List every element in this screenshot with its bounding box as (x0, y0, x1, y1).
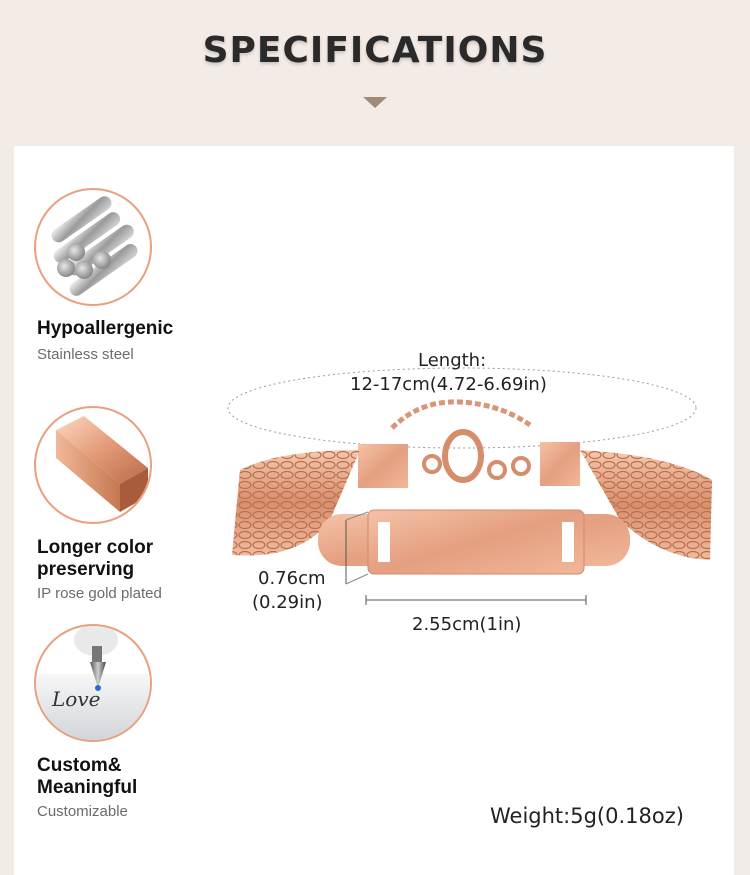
feature-title-line2: Meaningful (37, 777, 138, 798)
svg-text:Love: Love (51, 687, 100, 711)
length-value: 12-17cm(4.72-6.69in) (348, 374, 549, 395)
feature-subtitle: Stainless steel (37, 346, 134, 363)
engraving-tool-icon: Love (34, 624, 152, 742)
header: SPECIFICATIONS (0, 0, 750, 145)
steel-rods-icon (34, 188, 152, 306)
weight-value: Weight:5g(0.18oz) (490, 804, 684, 828)
rose-gold-bar-icon (34, 406, 152, 524)
page-title: SPECIFICATIONS (202, 30, 548, 71)
feature-title-line2: preserving (37, 559, 135, 580)
feature-subtitle: IP rose gold plated (37, 585, 162, 602)
length-label: Length: (418, 350, 487, 371)
height-cm: 0.76cm (258, 568, 326, 589)
width-value: 2.55cm(1in) (412, 614, 522, 635)
feature-title: Hypoallergenic (37, 318, 174, 339)
feature-title-line1: Longer color (37, 537, 154, 558)
feature-title-line1: Custom& (37, 755, 122, 776)
chevron-down-icon (363, 97, 387, 108)
height-in: (0.29in) (252, 592, 323, 613)
feature-subtitle: Customizable (37, 803, 128, 820)
